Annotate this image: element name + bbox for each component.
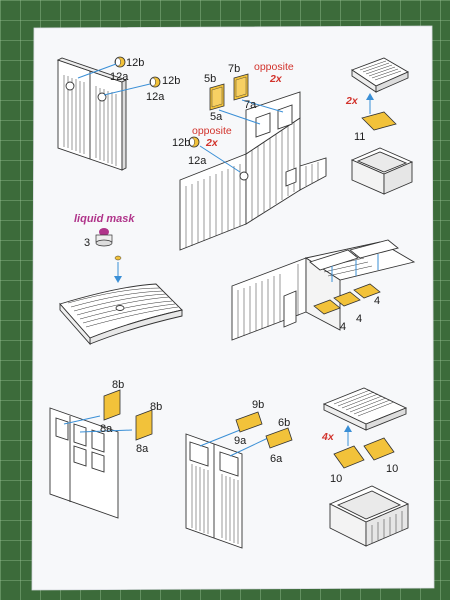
porthole-12-mid [103,76,161,96]
grate-part-top [351,57,409,93]
label-opposite-2: opposite [192,125,232,137]
yellow-panels-4 [313,283,381,315]
arrow-deck-hatches [331,254,379,282]
label-12a-top: 12a [110,71,129,83]
arrows-windows-8 [63,415,133,433]
label-12b-mid: 12b [162,75,180,87]
label-8b-2: 8b [150,401,162,413]
hatch-lid-drawing [59,283,183,346]
door-panel-drawing [56,57,128,171]
arrow-liquid-mask [114,255,122,283]
label-6b: 6b [278,417,290,429]
label-6a: 6a [270,453,283,465]
grate-part-bottom [322,387,408,431]
label-2x-1: 2x [269,73,283,85]
label-8a-2: 8a [136,443,149,455]
porthole-12-top [77,56,126,79]
deck-house-drawing [231,239,416,341]
label-4-c: 4 [374,295,380,307]
arrow-to-grate-bottom [344,425,352,446]
label-8b-1: 8b [112,379,124,391]
label-11: 11 [354,131,365,143]
window-glazing-5 [209,83,261,125]
label-opposite-1: opposite [254,61,294,73]
label-10-b: 10 [386,463,398,475]
open-box-10 [328,485,410,547]
label-2x-3: 2x [345,95,359,107]
label-9a: 9a [234,435,247,447]
window-glazing-7 [233,73,284,113]
window-panel-drawing [49,407,119,519]
yellow-panel-11 [361,111,397,131]
double-door-drawing [185,433,243,549]
yellow-panels-10 [333,437,395,469]
label-8a-1: 8a [100,423,113,435]
label-10-a: 10 [330,473,342,485]
label-7a: 7a [244,99,257,111]
label-4x: 4x [321,431,335,443]
label-7b: 7b [228,63,240,75]
label-2x-2: 2x [205,137,219,149]
arrow-to-grate [366,93,374,114]
label-9b: 9b [252,399,264,411]
label-12a-left: 12a [188,155,207,167]
arrows-doors-9-6 [199,429,269,457]
label-3: 3 [84,237,90,249]
open-box-11 [350,147,414,195]
label-12b-left: 12b [172,137,190,149]
label-12b-top: 12b [126,57,144,69]
window-glazing-8 [103,389,153,441]
window-glazing-6 [265,427,293,449]
label-liquid-mask: liquid mask [74,213,135,225]
liquid-mask-bottle [95,228,113,247]
label-4-b: 4 [356,313,362,325]
label-4-a: 4 [340,321,346,333]
wheelhouse-drawing [179,91,327,251]
label-5b: 5b [204,73,216,85]
porthole-12-left [188,136,241,173]
label-12a-mid: 12a [146,91,165,103]
window-glazing-9 [235,411,263,433]
label-5a: 5a [210,111,223,123]
